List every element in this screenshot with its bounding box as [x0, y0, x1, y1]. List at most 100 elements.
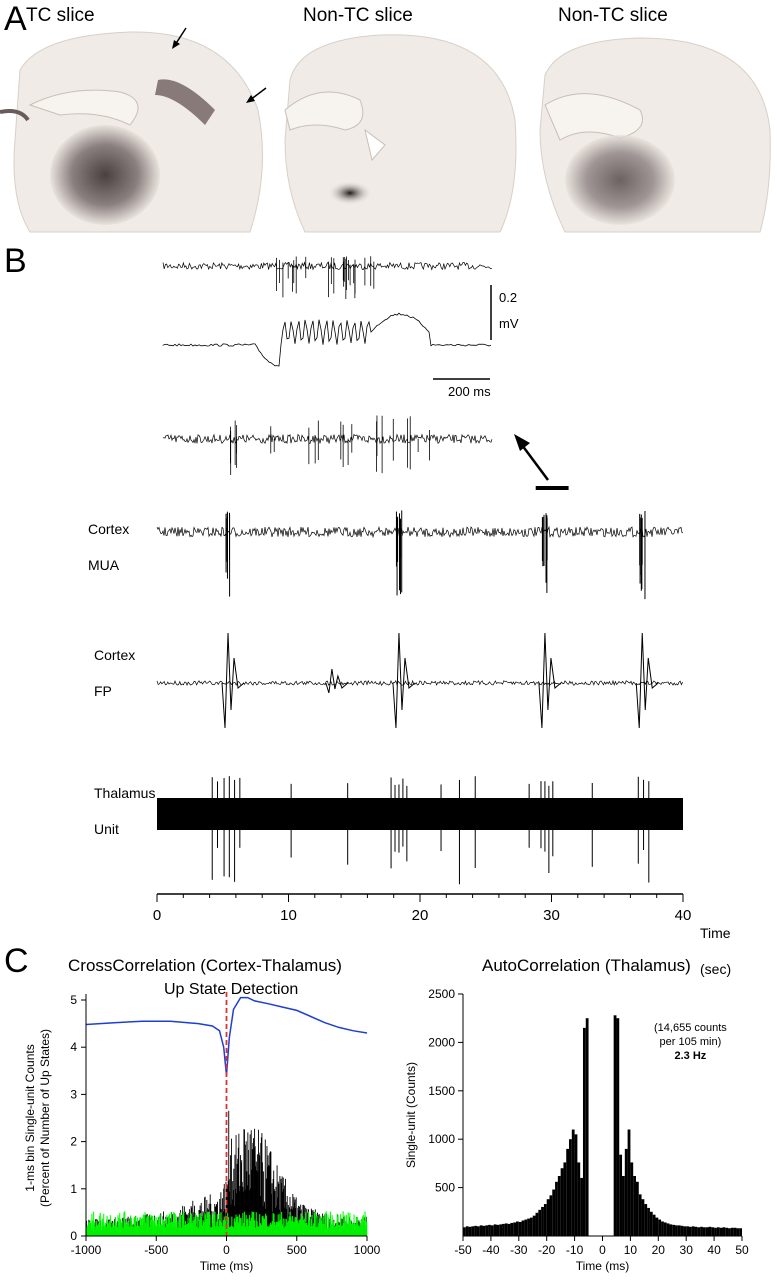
autocorr-x-tick-label: 40 [707, 1243, 721, 1257]
autocorr-bar [529, 1217, 533, 1236]
crosscorr-y-tick-label: 4 [70, 1040, 77, 1054]
trace-label-line: Thalamus [94, 785, 156, 801]
crosscorr-subtitle: Up State Detection [164, 981, 299, 998]
autocorr-bar [733, 1227, 737, 1236]
autocorr-y-tick-label: 2000 [428, 1035, 455, 1049]
autocorr-bar [552, 1189, 556, 1236]
autocorr-bar [580, 1177, 583, 1236]
crosscorr-y-tick-label: 5 [70, 993, 77, 1007]
autocorr-bar [647, 1207, 650, 1236]
autocorr-bar [563, 1162, 567, 1236]
autocorr-y-tick-label: 500 [435, 1181, 455, 1195]
autocorr-bar [613, 1015, 617, 1236]
zoom-arrow-head [514, 434, 530, 451]
cortex-fp-event [635, 632, 659, 729]
autocorr-bar [686, 1226, 689, 1236]
autocorr-bar [697, 1227, 701, 1236]
autocorr-bar [691, 1226, 695, 1236]
autocorr-bar [677, 1225, 681, 1236]
autocorr-x-tick-label: 0 [599, 1243, 606, 1257]
nontc-slice-image-1 [284, 34, 517, 233]
autocorr-bar [705, 1227, 709, 1236]
autocorr-bar [649, 1211, 653, 1236]
trace-label-thalamus-unit: Thalamus Unit [94, 766, 155, 856]
autocorr-bar [661, 1221, 664, 1236]
autocorr-bar [644, 1204, 648, 1236]
autocorr-bar [507, 1223, 511, 1236]
autocorr-bar [518, 1221, 522, 1236]
autocorr-bar [739, 1228, 742, 1236]
crosscorr-y-axis-label: 1-ms bin Single-unit Counts(Percent of N… [23, 1029, 52, 1207]
time-axis-tick-label: 30 [543, 907, 560, 924]
trace-label-line: Cortex [88, 521, 130, 537]
autocorr-bar [683, 1226, 687, 1236]
time-axis-label: Time (sec) [700, 906, 731, 996]
autocorr-bar [543, 1204, 547, 1236]
autocorr-bar [700, 1226, 703, 1236]
cortex-fp-event [221, 632, 245, 729]
autocorr-bar [719, 1227, 723, 1236]
arrow-annotation-1 [172, 27, 187, 49]
autocorr-bar [535, 1212, 539, 1236]
tc-slice-image [0, 31, 263, 233]
autocorr-bar [490, 1225, 494, 1236]
autocorr-bar [714, 1227, 717, 1236]
crosscorr-y-tick-label: 0 [70, 1229, 77, 1243]
crosscorr-y-axis-label-line: (Percent of Number of Up States) [38, 1029, 52, 1207]
autocorr-y-tick-label: 1500 [428, 1084, 455, 1098]
crosscorr-x-axis-label: Time (ms) [200, 1259, 254, 1273]
crosscorr-x-tick-label: 1000 [354, 1243, 381, 1257]
autocorr-bar [482, 1225, 486, 1236]
autocorr-y-axis-label: Single-unit (Counts) [404, 1062, 418, 1168]
autocorr-x-tick-label: 20 [652, 1243, 666, 1257]
autocorr-bar [557, 1175, 561, 1236]
autocorr-bar [672, 1224, 676, 1236]
autocorr-bar [566, 1148, 570, 1236]
nontc-slice-image-2 [539, 37, 771, 233]
arrow-annotation-2 [246, 87, 267, 103]
crosscorr-x-tick-label: -1000 [71, 1243, 102, 1257]
autocorr-bar [725, 1227, 729, 1236]
autocorr-bar [652, 1214, 656, 1236]
autocorr-bar [493, 1224, 497, 1236]
autocorr-bar [532, 1215, 536, 1236]
autocorr-y-tick-label: 2500 [428, 987, 455, 1001]
autocorr-bar [622, 1175, 625, 1236]
panel-letter-b: B [4, 242, 27, 280]
autocorr-bar [465, 1226, 469, 1236]
autocorr-bar [560, 1168, 564, 1236]
autocorr-bar [516, 1221, 519, 1236]
autocorr-bar [616, 1018, 620, 1236]
trace-label-line: MUA [88, 557, 120, 573]
autocorr-bar [716, 1227, 720, 1236]
autocorr-bar [635, 1181, 639, 1236]
crosscorr-y-tick-label: 3 [70, 1087, 77, 1101]
trace-label-line: Unit [94, 821, 119, 837]
autocorr-bar [708, 1226, 712, 1236]
autocorr-bar [688, 1226, 692, 1236]
time-axis-tick-label: 40 [675, 907, 692, 924]
autocorr-bar [669, 1224, 673, 1236]
autocorr-bar [521, 1220, 525, 1236]
autocorr-bar [577, 1162, 581, 1236]
cortex-mua-trace [156, 525, 684, 539]
panel-letter-a: A [4, 0, 27, 38]
autocorr-bar [736, 1228, 740, 1236]
crosscorr-x-tick-label: -500 [144, 1243, 168, 1257]
slice-title-nontc-2: Non-TC slice [558, 5, 668, 26]
autocorr-y-tick-label: 1000 [428, 1132, 455, 1146]
autocorr-bar [541, 1206, 544, 1236]
autocorr-bar [666, 1223, 670, 1236]
autocorr-bar [571, 1129, 575, 1236]
autocorr-x-tick-label: -40 [482, 1243, 500, 1257]
autocorr-bar [711, 1227, 715, 1236]
autocorr-bar [624, 1148, 628, 1236]
annotation-line: (14,655 counts [654, 1022, 727, 1034]
autocorr-bar [722, 1227, 726, 1236]
autocorr-bar [627, 1129, 631, 1236]
autocorr-bar [574, 1134, 578, 1236]
autocorr-bar [619, 1154, 623, 1236]
autocorr-x-tick-label: 30 [680, 1243, 694, 1257]
